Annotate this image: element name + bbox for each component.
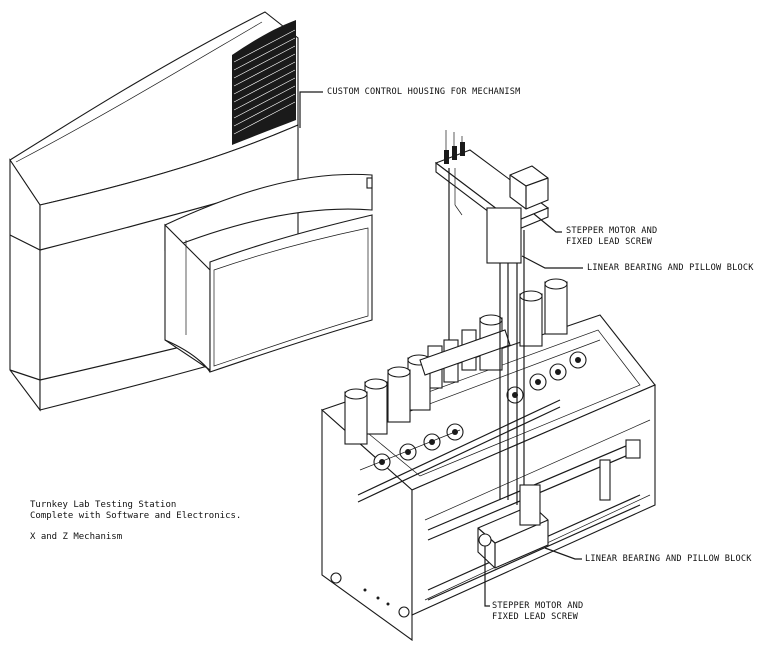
- note-line-2: Complete with Software and Electronics.: [30, 511, 242, 521]
- callout-stepper-bottom: STEPPER MOTOR AND FIXED LEAD SCREW: [492, 601, 583, 623]
- stepper-bottom-leader: [484, 546, 490, 607]
- bearing-bottom-leader: [544, 547, 582, 560]
- callout-stepper-bottom-line2: FIXED LEAD SCREW: [492, 612, 578, 622]
- callout-bearing-bottom: LINEAR BEARING AND PILLOW BLOCK: [585, 554, 752, 564]
- callout-housing: CUSTOM CONTROL HOUSING FOR MECHANISM: [327, 87, 521, 97]
- housing-leader: [299, 91, 323, 128]
- callout-bearing-top: LINEAR BEARING AND PILLOW BLOCK: [587, 263, 754, 273]
- callout-stepper-bottom-line1: STEPPER MOTOR AND: [492, 601, 584, 611]
- callout-stepper-top-line2: FIXED LEAD SCREW: [566, 237, 652, 247]
- test-station-row: [344, 278, 587, 503]
- callout-stepper-top: STEPPER MOTOR AND FIXED LEAD SCREW: [566, 226, 657, 248]
- bearing-top-leader: [521, 255, 583, 269]
- control-housing: [9, 11, 373, 412]
- note-line-3: X and Z Mechanism: [30, 532, 123, 542]
- stepper-top-leader: [533, 213, 562, 233]
- z-axis-assembly: [434, 130, 550, 569]
- callout-stepper-top-line1: STEPPER MOTOR AND: [566, 226, 658, 236]
- note-line-1: Turnkey Lab Testing Station: [30, 500, 177, 510]
